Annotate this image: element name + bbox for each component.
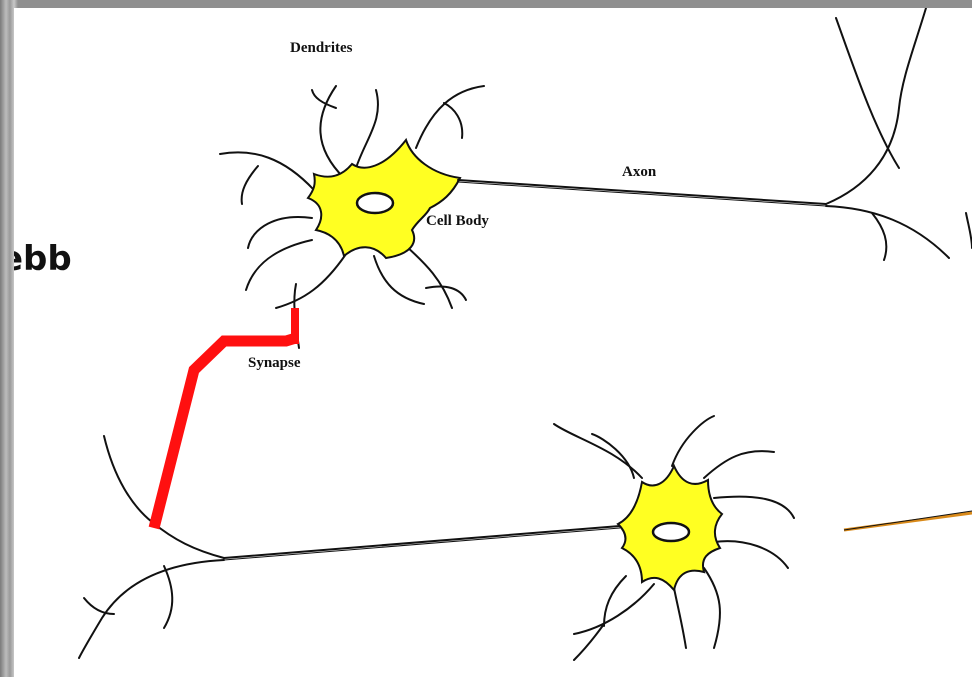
upper-dendrite-6	[246, 240, 312, 290]
label-synapse: Synapse	[248, 355, 301, 371]
upper-dendrite-2	[356, 90, 378, 168]
upper-axon-branch-edge	[966, 213, 972, 248]
lower-dendrite-3	[704, 451, 774, 478]
slide-canvas: ebb	[14, 8, 972, 677]
label-dendrites: Dendrites	[290, 40, 353, 56]
upper-axon-shadow	[458, 182, 826, 206]
neuron-diagram: ebb	[14, 8, 972, 677]
pointer-line-outline	[844, 511, 972, 530]
lower-axon-twig-1	[164, 566, 172, 628]
upper-dendrite-4b	[242, 166, 258, 204]
slide-title-partial: ebb	[14, 239, 72, 279]
lower-neuron	[79, 416, 794, 660]
lower-axon-shadow	[224, 528, 620, 560]
lower-dendrite-9	[674, 588, 686, 648]
upper-dendrite-8	[374, 256, 424, 304]
upper-dendrite-1	[320, 86, 344, 178]
label-axon: Axon	[622, 164, 657, 180]
synapse-highlight-cap	[291, 308, 299, 344]
upper-axon-branch-right	[826, 206, 949, 258]
upper-nucleus	[357, 193, 393, 213]
label-cell-body: Cell Body	[426, 213, 489, 229]
lower-dendrite-2	[672, 416, 714, 466]
upper-dendrite-3b	[444, 103, 462, 138]
lower-nucleus	[653, 523, 689, 541]
upper-dendrite-4	[220, 152, 314, 190]
upper-axon-branch-up	[826, 8, 926, 204]
lower-axon-branch-left	[79, 560, 224, 658]
lower-dendrite-6	[704, 568, 720, 648]
lower-dendrite-5	[714, 541, 788, 568]
upper-neuron	[220, 8, 972, 348]
lower-dendrite-4	[714, 497, 794, 518]
lower-axon	[224, 526, 620, 558]
upper-dendrite-9	[406, 246, 452, 308]
upper-dendrite-3	[416, 86, 484, 148]
upper-axon	[458, 180, 826, 204]
lower-dendrite-1	[554, 424, 642, 478]
upper-axon-branch-twig	[872, 213, 886, 260]
upper-dendrite-7	[276, 254, 346, 308]
